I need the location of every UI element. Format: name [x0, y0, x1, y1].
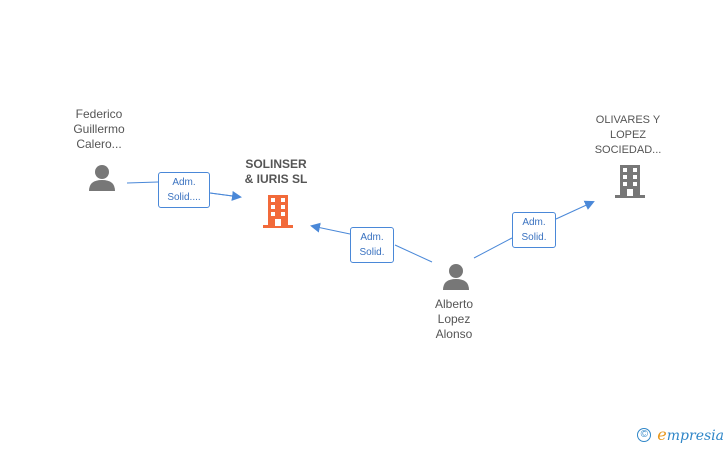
- empresia-logo: © empresia: [637, 425, 724, 444]
- building-icon[interactable]: [261, 193, 295, 229]
- building-icon[interactable]: [613, 163, 647, 199]
- edge-alberto-solinser: [394, 244, 433, 263]
- edge-label-alberto-solinser[interactable]: Adm. Solid.: [350, 227, 394, 263]
- person-icon[interactable]: [441, 262, 471, 292]
- brand-name: empresia: [657, 425, 724, 444]
- edge-label-alberto-olivares[interactable]: Adm. Solid.: [512, 212, 556, 248]
- edge-federico-solinser-arrow: [209, 190, 242, 201]
- node-label-alberto[interactable]: Alberto Lopez Alonso: [434, 297, 474, 341]
- edge-alberto-olivares-arrow: [555, 200, 595, 220]
- edge-alberto-solinser-arrow: [310, 222, 351, 235]
- node-label-olivares[interactable]: OLIVARES Y LOPEZ SOCIEDAD...: [594, 114, 662, 156]
- edge-label-federico-solinser[interactable]: Adm. Solid....: [158, 172, 210, 208]
- person-icon[interactable]: [87, 163, 117, 193]
- edge-alberto-olivares: [473, 237, 513, 259]
- copyright-icon: ©: [637, 427, 652, 442]
- node-label-solinser[interactable]: SOLINSER & IURIS SL: [244, 157, 308, 186]
- node-label-federico[interactable]: Federico Guillermo Calero...: [73, 107, 125, 151]
